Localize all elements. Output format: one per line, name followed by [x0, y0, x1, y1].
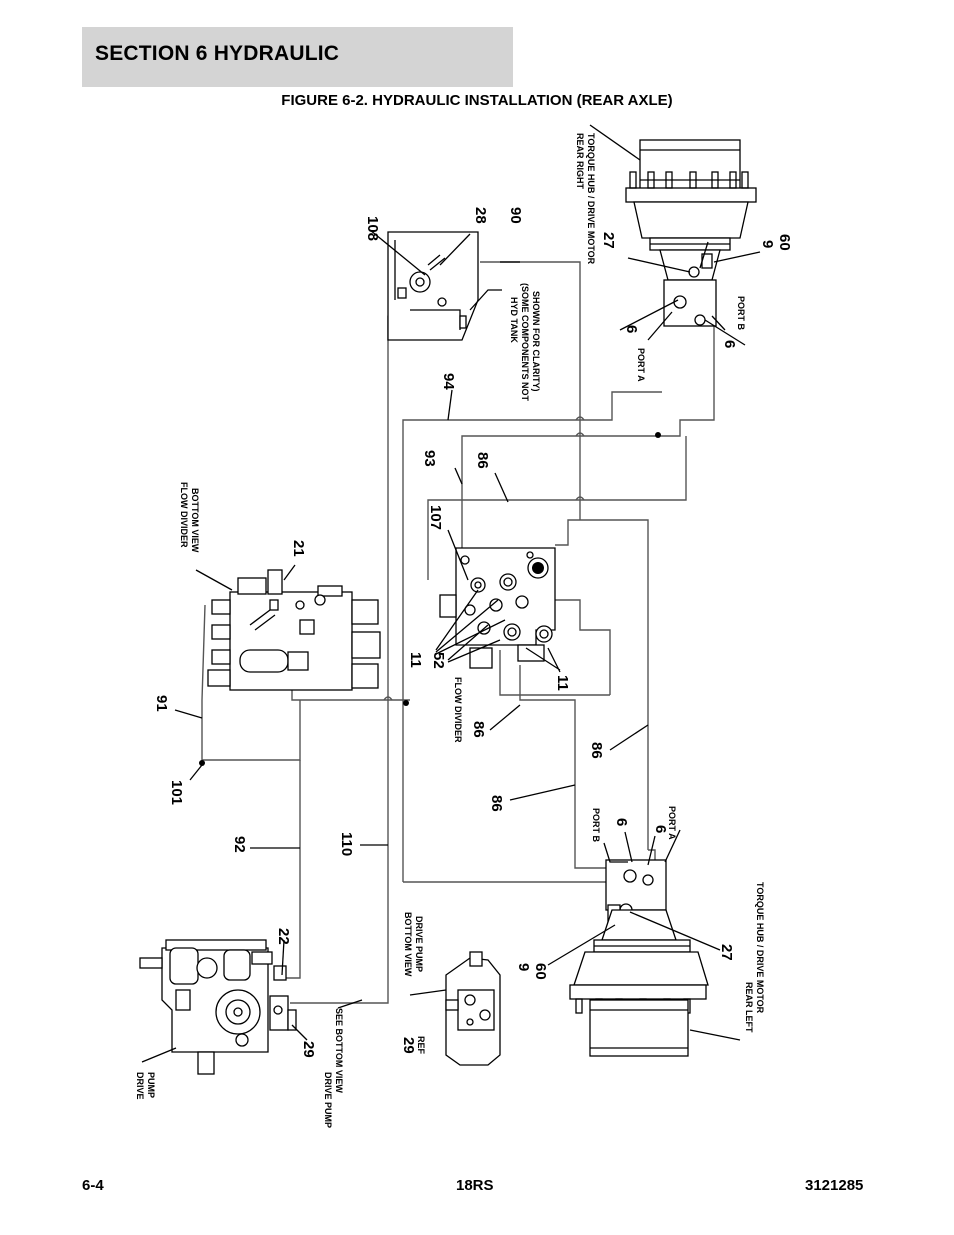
figure-title: FIGURE 6-2. HYDRAULIC INSTALLATION (REAR… — [281, 92, 673, 109]
label-port-b-bottom: PORT B — [591, 808, 601, 843]
callout-21: 21 — [290, 540, 307, 557]
label-drive-pump-see-bottom-view: DRIVE PUMP SEE BOTTOM VIEW — [323, 1008, 344, 1128]
hose-crossover — [383, 696, 393, 701]
svg-text:BOTTOM VIEW: BOTTOM VIEW — [190, 488, 200, 553]
label-hyd-tank: HYD TANK (SOME COMPONENTS NOT SHOWN FOR … — [509, 283, 541, 402]
hose-94 — [402, 391, 662, 882]
junction-dot — [403, 700, 409, 706]
callout-29: 29 — [300, 1041, 317, 1058]
hose-routing — [199, 261, 715, 1004]
callout-90: 90 — [507, 207, 524, 224]
label-rear-left-hub: REAR LEFT TORQUE HUB / DRIVE MOTOR — [744, 882, 765, 1033]
callout-27: 27 — [718, 944, 735, 961]
callout-86: 86 — [488, 795, 505, 812]
svg-text:PUMP: PUMP — [146, 1072, 156, 1098]
label-rear-right-hub: REAR RIGHT TORQUE HUB / DRIVE MOTOR — [575, 133, 596, 265]
callout-93: 93 — [421, 450, 438, 467]
callout-27: 27 — [600, 232, 617, 249]
hose-crossover — [575, 432, 585, 437]
callout-9: 9 — [759, 240, 776, 248]
callout-28: 28 — [472, 207, 489, 224]
callout-6: 6 — [613, 818, 630, 826]
svg-text:TORQUE HUB / DRIVE MOTOR: TORQUE HUB / DRIVE MOTOR — [586, 133, 596, 265]
label-port-a-top: PORT A — [636, 348, 646, 382]
svg-text:HYD TANK: HYD TANK — [509, 297, 519, 343]
callout-60: 60 — [532, 963, 549, 980]
svg-text:SEE BOTTOM VIEW: SEE BOTTOM VIEW — [334, 1008, 344, 1093]
footer-doc-number: 3121285 — [805, 1177, 864, 1194]
svg-text:FLOW DIVIDER: FLOW DIVIDER — [179, 482, 189, 548]
junction-dot — [655, 432, 661, 438]
hose-86-lower-a — [499, 650, 610, 696]
callout-6: 6 — [623, 325, 640, 333]
callout-11: 11 — [407, 652, 424, 668]
callout-6: 6 — [652, 825, 669, 833]
callout-86: 86 — [588, 742, 605, 759]
rear-left-torque-hub — [569, 859, 709, 1057]
section-header-band: SECTION 6 HYDRAULIC — [82, 27, 513, 87]
callout-91: 91 — [153, 695, 170, 712]
hose-22 — [285, 760, 301, 979]
label-ref: REF — [416, 1036, 426, 1055]
label-drive-pump: DRIVE PUMP — [135, 1072, 156, 1100]
svg-text:TORQUE HUB / DRIVE MOTOR: TORQUE HUB / DRIVE MOTOR — [755, 882, 765, 1014]
svg-text:DRIVE PUMP: DRIVE PUMP — [414, 916, 424, 972]
callout-numbers: 108 28 90 94 93 86 107 21 11 52 11 91 86… — [153, 207, 793, 1058]
hose-crossover — [575, 496, 585, 501]
callout-60: 60 — [776, 234, 793, 251]
hose-crossover — [575, 416, 585, 421]
hose-fd-port — [540, 599, 611, 695]
hose-86-top — [427, 436, 687, 580]
component-labels: REAR RIGHT TORQUE HUB / DRIVE MOTOR HYD … — [135, 133, 765, 1128]
svg-text:DRIVE PUMP: DRIVE PUMP — [323, 1072, 333, 1128]
hydraulic-tank — [387, 231, 479, 341]
hose-fd-right — [555, 519, 649, 850]
callout-29: 29 — [400, 1037, 417, 1054]
label-flow-divider: FLOW DIVIDER — [453, 677, 463, 743]
svg-text:(SOME COMPONENTS NOT: (SOME COMPONENTS NOT — [520, 283, 530, 402]
junction-dot — [199, 760, 205, 766]
svg-text:SHOWN FOR CLARITY): SHOWN FOR CLARITY) — [531, 291, 541, 392]
footer-page-number: 6-4 — [82, 1177, 104, 1194]
drive-pump-bottom-view — [445, 951, 501, 1066]
drive-pump — [139, 939, 297, 1075]
leader-lines — [141, 124, 761, 1063]
label-flow-divider-bottom-view: FLOW DIVIDER BOTTOM VIEW — [179, 482, 200, 553]
label-port-a-bottom: PORT A — [667, 806, 677, 840]
svg-text:DRIVE: DRIVE — [135, 1072, 145, 1100]
svg-text:BOTTOM VIEW: BOTTOM VIEW — [403, 912, 413, 977]
callout-92: 92 — [231, 836, 248, 853]
callout-108: 108 — [364, 216, 381, 241]
rear-right-torque-hub — [625, 139, 757, 327]
callout-94: 94 — [440, 373, 457, 390]
callout-86: 86 — [474, 452, 491, 469]
section-title: SECTION 6 HYDRAULIC — [95, 42, 340, 65]
callout-107: 107 — [427, 505, 444, 530]
callout-11: 11 — [554, 675, 571, 691]
hose-93 — [461, 300, 715, 572]
hose-86-lower-b — [519, 665, 640, 869]
callout-110: 110 — [338, 832, 355, 856]
label-bottom-view-drive-pump: BOTTOM VIEW DRIVE PUMP — [403, 912, 424, 977]
label-port-b-top: PORT B — [736, 296, 746, 331]
callout-101: 101 — [168, 780, 185, 805]
callout-86: 86 — [470, 721, 487, 738]
svg-text:REAR RIGHT: REAR RIGHT — [575, 133, 585, 190]
callout-52: 52 — [430, 652, 447, 669]
flow-divider — [439, 547, 556, 669]
callout-9: 9 — [515, 963, 532, 971]
flow-divider-bottom-view — [207, 569, 381, 691]
callout-22: 22 — [275, 928, 292, 945]
footer-model: 18RS — [456, 1177, 494, 1194]
svg-text:REAR LEFT: REAR LEFT — [744, 982, 754, 1033]
callout-6: 6 — [721, 340, 738, 348]
